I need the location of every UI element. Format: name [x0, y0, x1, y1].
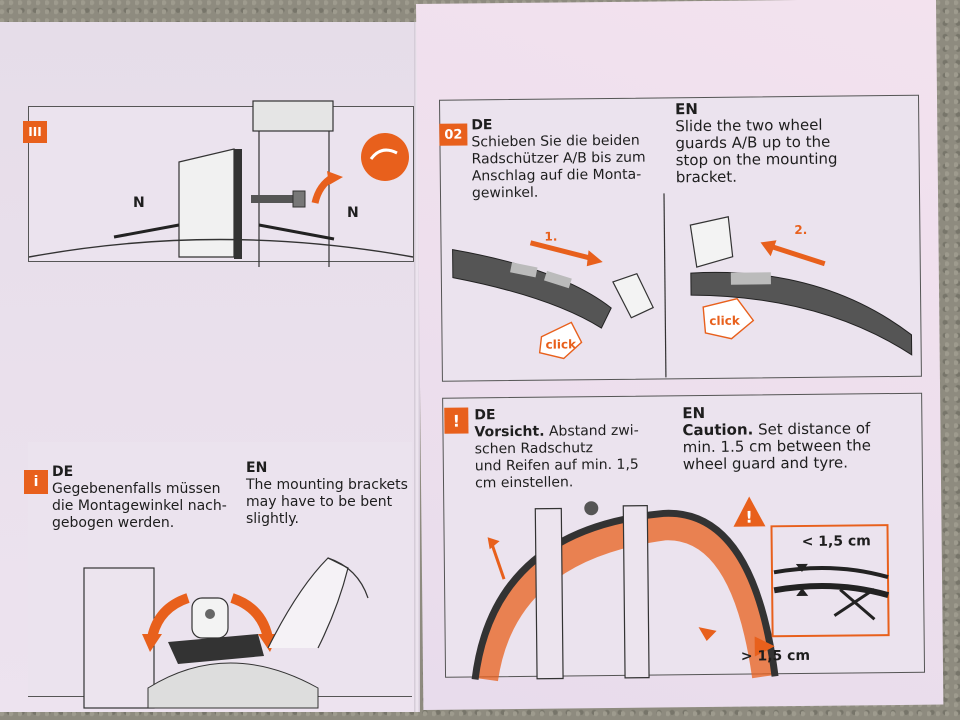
step02-de-line: Anschlag auf die Monta-: [471, 166, 642, 185]
step02-en-line: stop on the mounting: [675, 149, 838, 170]
info-de-line: gebogen werden.: [52, 515, 175, 531]
tyre-clearance-illustration: !: [471, 496, 890, 682]
info-en-heading: EN: [246, 460, 268, 476]
info-en-text: EN The mounting brackets may have to be …: [246, 460, 416, 528]
info-de-text: DE Gegebenenfalls müssen die Montagewink…: [52, 464, 242, 532]
step02-de-text: DE Schieben Sie die beiden Radschützer A…: [471, 115, 672, 202]
info-en-line: slightly.: [246, 511, 299, 527]
step-badge-02: 02: [439, 123, 468, 146]
bracket-illustration-top: [28, 100, 414, 267]
less-than-label: < 1,5 cm: [801, 533, 871, 550]
svg-text:!: !: [745, 508, 752, 527]
arrow-label-1: 1.: [544, 230, 557, 244]
click-label-1: click: [546, 337, 578, 351]
caution-de-line: und Reifen auf min. 1,5: [474, 456, 639, 475]
bend-bracket-illustration: [83, 557, 369, 709]
step02-en-text: EN Slide the two wheel guards A/B up to …: [675, 99, 876, 186]
step-badge-caution: !: [444, 407, 469, 434]
step-panel-top: III N N: [23, 100, 414, 267]
info-de-line: die Montagewinkel nach-: [52, 498, 227, 514]
manual-page-left: III N N i DE Gegebenenfalls müssen die M…: [0, 22, 420, 712]
info-en-line: may have to be bent: [246, 494, 393, 510]
greater-than-label: > 1,5 cm: [740, 647, 811, 665]
page-fold: [414, 22, 420, 712]
info-de-line: Gegebenenfalls müssen: [52, 481, 221, 497]
label-n-left: N: [133, 195, 145, 211]
caution-de-first: Abstand zwi-: [544, 422, 639, 440]
step02-de-heading: DE: [471, 117, 493, 134]
click-label-2: click: [709, 314, 741, 328]
step02-de-line: Radschützer A/B bis zum: [471, 149, 646, 168]
caution-de-bold: Vorsicht.: [474, 423, 545, 441]
step02-en-line: bracket.: [675, 167, 738, 187]
arrow-label-2: 2.: [794, 223, 807, 237]
step-badge-info: i: [24, 470, 48, 494]
warning-triangle-icon: [733, 496, 766, 527]
slide-guard-illustration: 1. click 2. click: [452, 193, 913, 378]
caution-en-text: EN Caution. Set distance of min. 1.5 cm …: [682, 403, 923, 474]
caution-de-heading: DE: [474, 407, 496, 424]
caution-de-line: schen Radschutz: [474, 440, 594, 458]
step02-de-line: Schieben Sie die beiden: [471, 132, 640, 151]
manual-page-right: 02 DE Schieben Sie die beiden Radschütze…: [416, 0, 944, 710]
caution-de-text: DE Vorsicht. Abstand zwi- schen Radschut…: [474, 405, 685, 492]
hand-tighten-icon: [361, 133, 409, 181]
caution-en-line: wheel guard and tyre.: [682, 453, 849, 474]
info-en-line: The mounting brackets: [246, 477, 408, 493]
step-badge-top: III: [23, 121, 47, 143]
label-n-right: N: [347, 205, 359, 221]
info-de-heading: DE: [52, 464, 74, 480]
step02-de-line: gewinkel.: [471, 184, 539, 202]
caution-en-bold: Caution.: [682, 420, 754, 440]
